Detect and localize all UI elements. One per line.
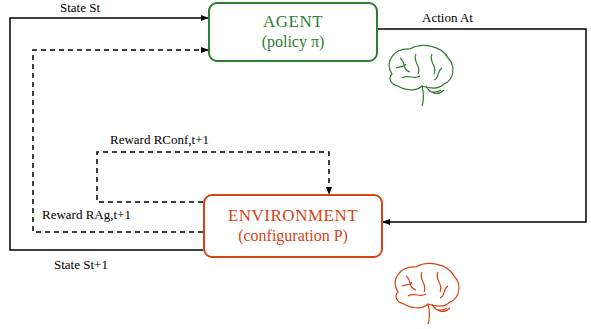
signal-label: State St+1 bbox=[52, 257, 110, 272]
node-subtitle: (policy π) bbox=[262, 32, 325, 52]
environment-brain bbox=[395, 264, 459, 324]
agent-brain bbox=[389, 46, 453, 106]
edge-label: State St bbox=[58, 0, 102, 15]
node-title: AGENT bbox=[263, 12, 323, 32]
agent-box: AGENT(policy π) bbox=[208, 2, 378, 62]
edge-label: Reward RAg,t+1 bbox=[40, 207, 133, 222]
edge-label: Action At bbox=[420, 10, 475, 25]
node-subtitle: (configuration P) bbox=[238, 226, 348, 246]
edge-label: Reward RConf,t+1 bbox=[108, 132, 211, 147]
node-title: ENVIRONMENT bbox=[228, 206, 358, 226]
action-arrow bbox=[378, 29, 586, 222]
environment-box: ENVIRONMENT(configuration P) bbox=[203, 194, 383, 258]
